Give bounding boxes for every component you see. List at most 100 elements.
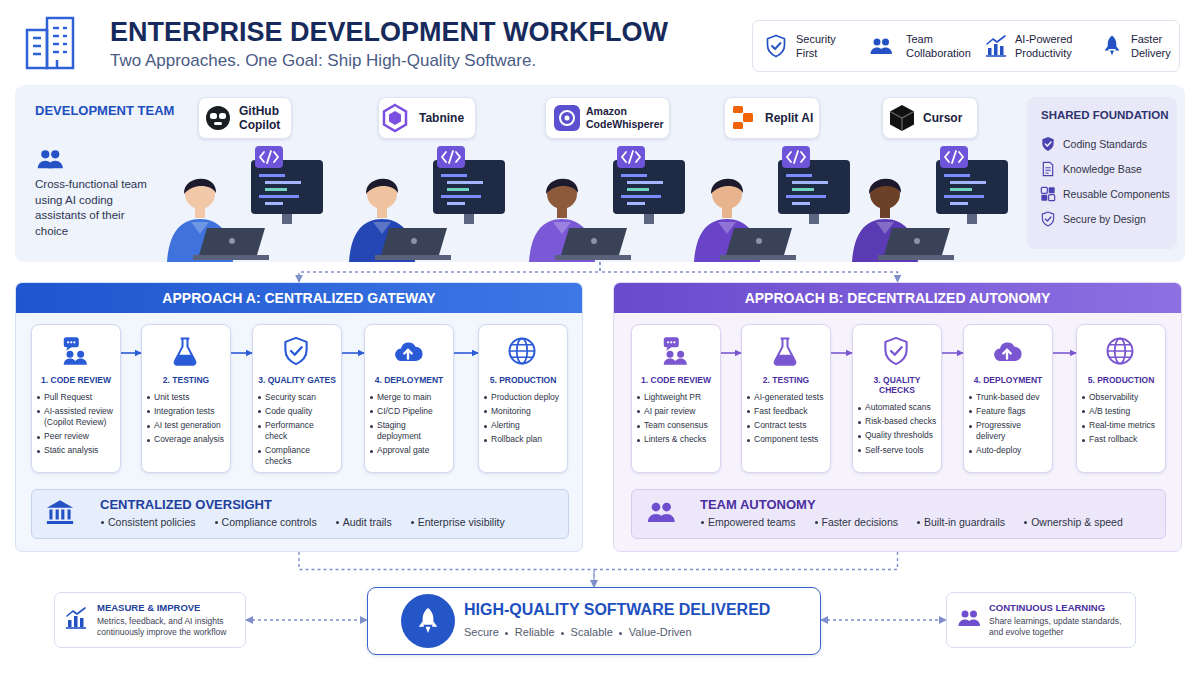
- step-item: Progressive delivery: [968, 420, 1048, 442]
- flow-arrow: [342, 352, 364, 354]
- developer-figure: [529, 146, 685, 262]
- step-box: 4. DEPLOYMENTTrunk-based devFeature flag…: [963, 324, 1053, 473]
- result-attribute: Secure: [464, 626, 499, 638]
- team-panel: DEVELOPMENT TEAMCross-functional team us…: [15, 85, 1185, 262]
- summary-box: CENTRALIZED OVERSIGHTConsistent policies…: [31, 489, 569, 539]
- tool-name: Cursor: [923, 111, 973, 125]
- step-heading: 1. CODE REVIEW: [36, 375, 116, 385]
- step-item: Feature flags: [968, 406, 1048, 417]
- step-item: CI/CD Pipeline: [369, 406, 449, 417]
- tool-name: Tabnine: [419, 111, 471, 125]
- result-box: HIGH-QUALITY SOFTWARE DELIVEREDSecureRel…: [367, 587, 821, 655]
- step-icon: [395, 342, 423, 361]
- team-icon: [38, 150, 63, 168]
- step-item: Unit tests: [146, 392, 226, 403]
- approach-panel: APPROACH A: CENTRALIZED GATEWAY 1. CODE R…: [15, 282, 583, 552]
- step-item: Automated scans: [857, 402, 937, 413]
- step-heading: 5. PRODUCTION: [483, 375, 563, 385]
- step-item: Trunk-based dev: [968, 392, 1048, 403]
- step-heading: 3. QUALITY CHECKS: [857, 375, 937, 395]
- flow-arrow: [821, 619, 946, 620]
- step-icon: [885, 338, 906, 364]
- badge-label: AI-Powered Productivity: [1015, 32, 1085, 61]
- step-item: Fast feedback: [746, 406, 826, 417]
- flow-arrow: [1053, 352, 1076, 354]
- step-item: Monitoring: [483, 406, 563, 417]
- step-box: 4. DEPLOYMENTMerge to mainCI/CD Pipeline…: [364, 324, 454, 473]
- tool-box: Amazon CodeWhisperer: [545, 97, 670, 139]
- tool-name: GitHub Copilot: [239, 104, 287, 133]
- step-item: A/B testing: [1081, 406, 1161, 417]
- foundation-item: Secure by Design: [1063, 210, 1146, 228]
- developer-figure: [852, 146, 1008, 262]
- note-heading: CONTINUOUS LEARNING: [989, 602, 1129, 613]
- step-item: Auto-deploy: [968, 445, 1048, 456]
- building-logo: [27, 18, 73, 68]
- replit-logo: [733, 106, 753, 129]
- approach-heading: APPROACH B: DECENTRALIZED AUTONOMY: [614, 283, 1181, 313]
- flow-arrow: [121, 352, 141, 354]
- note-box: CONTINUOUS LEARNINGShare learnings, upda…: [946, 592, 1136, 648]
- note-heading: MEASURE & IMPROVE: [97, 602, 239, 613]
- developer-figure: [349, 146, 505, 262]
- foundation-box: SHARED FOUNDATION Coding StandardsKnowled…: [1027, 97, 1177, 249]
- tool-box: Cursor: [882, 97, 978, 139]
- approach-heading: APPROACH A: CENTRALIZED GATEWAY: [16, 283, 582, 313]
- step-icon: [1108, 339, 1133, 364]
- step-item: Lightweight PR: [636, 392, 716, 403]
- step-item: Linters & checks: [636, 434, 716, 445]
- step-icon: [64, 337, 87, 365]
- step-item: Static analysis: [36, 445, 116, 456]
- step-box: 2. TESTINGUnit testsIntegration testsAI …: [141, 324, 231, 473]
- step-box: 5. PRODUCTIONObservabilityA/B testingRea…: [1076, 324, 1166, 473]
- cursor-logo: [890, 105, 914, 131]
- step-box: 1. CODE REVIEWLightweight PRAI pair revi…: [631, 324, 721, 473]
- page-subtitle: Two Approaches. One Goal: Ship High-Qual…: [110, 51, 536, 71]
- tabnine-logo: [384, 105, 406, 131]
- step-box: 2. TESTINGAI-generated testsFast feedbac…: [741, 324, 831, 473]
- step-heading: 2. TESTING: [146, 375, 226, 385]
- step-heading: 5. PRODUCTION: [1081, 375, 1161, 385]
- summary-item: Ownership & speed: [1023, 516, 1123, 530]
- step-item: Alerting: [483, 420, 563, 431]
- rocket-icon: [419, 608, 438, 633]
- foundation-item: Coding Standards: [1063, 135, 1147, 153]
- step-box: 3. QUALITY CHECKSAutomated scansRisk-bas…: [852, 324, 942, 473]
- step-item: AI pair review: [636, 406, 716, 417]
- codewhisperer-logo: [554, 105, 580, 131]
- tool-name: Amazon CodeWhisperer: [586, 105, 665, 130]
- step-icon: [664, 337, 687, 365]
- step-item: AI-assisted review (Copilot Review): [36, 406, 116, 428]
- step-item: Self-serve tools: [857, 445, 937, 456]
- step-item: Fast rollback: [1081, 434, 1161, 445]
- step-item: Quality thresholds: [857, 430, 937, 441]
- oversight-icon: [47, 500, 73, 524]
- step-item: Compliance checks: [257, 445, 337, 467]
- panel-description: Cross-functional team using AI coding as…: [35, 177, 153, 239]
- flow-arrow: [942, 352, 963, 354]
- result-attribute: Scalable: [555, 626, 613, 638]
- summary-item: Enterprise visibility: [410, 516, 505, 530]
- flow-arrow: [831, 352, 852, 354]
- flow-arrow: [454, 352, 478, 354]
- summary-heading: CENTRALIZED OVERSIGHT: [100, 497, 558, 512]
- result-attribute: Reliable: [499, 626, 555, 638]
- step-item: Observability: [1081, 392, 1161, 403]
- step-item: Code quality: [257, 406, 337, 417]
- summary-item: Empowered teams: [700, 516, 796, 530]
- foundation-icon: [1042, 137, 1053, 151]
- step-icon: [175, 339, 196, 365]
- summary-box: TEAM AUTONOMYEmpowered teamsFaster decis…: [631, 489, 1166, 539]
- step-item: Contract tests: [746, 420, 826, 431]
- badge-label: Security First: [796, 32, 856, 61]
- step-item: Peer review: [36, 431, 116, 442]
- step-heading: 4. DEPLOYMENT: [369, 375, 449, 385]
- foundation-heading: SHARED FOUNDATION: [1041, 109, 1169, 121]
- summary-item: Compliance controls: [214, 516, 317, 530]
- badge-icon: [1105, 36, 1120, 56]
- summary-item: Audit trails: [335, 516, 392, 530]
- step-item: Pull Request: [36, 392, 116, 403]
- foundation-item: Knowledge Base: [1063, 160, 1142, 178]
- summary-heading: TEAM AUTONOMY: [700, 497, 1155, 512]
